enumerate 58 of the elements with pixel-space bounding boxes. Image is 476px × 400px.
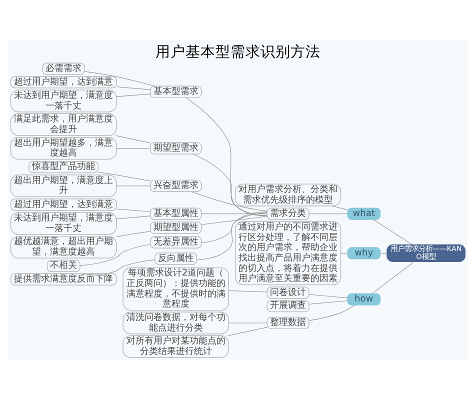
node-box: 基本型需求 [150,86,202,98]
connector [186,97,268,216]
node-box: 反向属性 [154,252,198,265]
connector [116,148,151,149]
connector [332,206,348,210]
node-box: 不相关 [46,260,80,272]
connector [228,327,268,336]
connector [116,94,151,97]
node-box: 期望型属性 [150,222,202,234]
connector [373,219,413,245]
node-box: 每项需求设计2道问题（正反两问）：提供功能的满意程度，不提供时的满意程度 [122,267,229,311]
connector [116,231,151,238]
diagram-title: 用户基本型需求识别方法 [156,44,320,60]
node-box: 期望型需求 [150,142,202,154]
node-box: 对用户需求分析、分类和需求优先级排序的模型 [234,184,342,206]
connector [201,212,268,243]
node-box: 提供需求满意度反而下降 [10,273,117,286]
node-box: 未达到用户期望，满意度一落千丈 [10,90,117,112]
node-box: how [347,293,381,306]
node-box: 整理数据 [266,316,310,330]
connector [98,172,151,182]
node-box: what [347,208,381,220]
connector [372,262,414,294]
connector [201,216,268,225]
node-box: 需求分类 [266,208,310,220]
connector [228,290,268,292]
node-box: 无差异属性 [150,236,202,248]
connector [308,294,348,298]
connector [228,322,268,324]
connector [116,216,151,220]
connector [192,154,268,216]
connector [308,304,356,321]
node-box: 超过用户期望，达到满意 [10,198,117,211]
node-box: 问卷设计 [266,286,310,299]
node-box: 基本型属性 [150,208,202,220]
node-box: 通过对用户的不同需求进行区分处理，了解不同层次的用户需求，帮助企业找出提高产品用户满意度的切入点，将着力在提供用户满意至关重要的因素 [234,221,342,286]
connector [116,86,151,90]
node-box: 兴奋型需求 [150,180,202,192]
connector [84,71,156,86]
connector [108,260,155,274]
node-box: 清洗问卷数据，对每个功能点进行分类 [122,312,229,334]
node-box: 越优越满意，超出用户期望，满意度越高 [10,236,117,258]
node-box: 满足此需求，用户满意度会提升 [10,113,117,136]
connector [115,135,151,144]
node-box: 必需需求 [42,62,85,75]
node-box: 未达到用户期望，满意度一落千丈 [10,212,117,235]
node-box: 超出用户期望，满意度上升 [10,174,117,198]
connector [308,300,348,304]
node-box: 开展调查 [266,300,310,312]
node-box: 惊喜型产品功能 [28,161,98,174]
node-box: 对所有用户对某功能点的分类结果进行统计 [122,335,229,358]
node-box: why [347,247,381,260]
connector [196,212,268,260]
connector [191,191,268,212]
node-box: 超过用户期望，达到满意 [10,76,117,88]
node-box: 超出用户期望越多，满意度越高 [10,137,117,160]
connector [116,208,151,212]
connector [80,244,151,266]
